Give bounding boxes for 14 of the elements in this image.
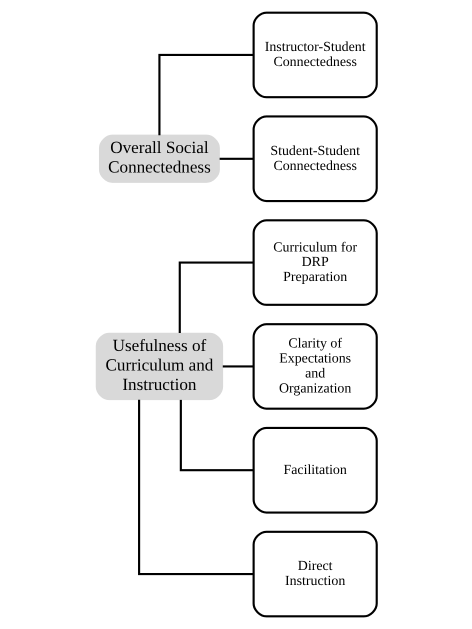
- connector: [158, 54, 254, 136]
- connector: [138, 400, 254, 576]
- node-box: Clarity of Expectations and Organization: [252, 323, 378, 410]
- node-box: Usefulness of Curriculum and Instruction: [95, 332, 223, 400]
- node-box: Direct Instruction: [252, 530, 378, 618]
- node-box: Curriculum for DRP Preparation: [252, 219, 378, 306]
- connector: [222, 365, 253, 368]
- node-box: Overall Social Connectedness: [98, 134, 220, 183]
- node-box: Student-Student Connectedness: [252, 115, 378, 202]
- connector: [219, 158, 254, 160]
- connector: [179, 400, 253, 472]
- node-box: Facilitation: [252, 426, 378, 514]
- node-box: Instructor-Student Connectedness: [252, 12, 378, 98]
- connector: [178, 262, 253, 333]
